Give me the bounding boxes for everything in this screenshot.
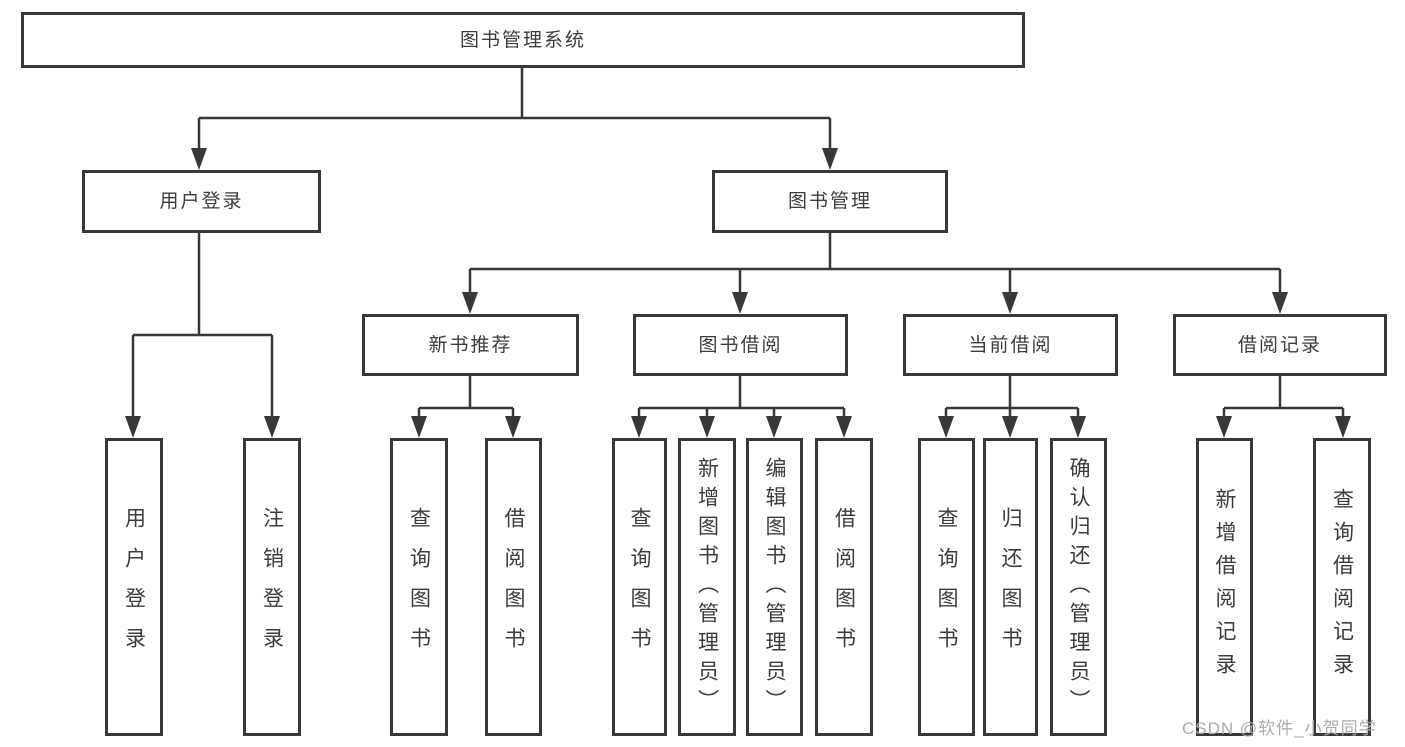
leaf-query-books-recommend: 查询图书 [390, 438, 448, 736]
leaf-label: 确认归还（管理员） [1067, 456, 1090, 718]
node-library-management-system: 图书管理系统 [21, 12, 1025, 68]
node-user-login: 用户登录 [82, 170, 321, 233]
leaf-return-books: 归还图书 [983, 438, 1038, 736]
leaf-label: 查询图书 [628, 507, 651, 667]
leaf-label: 新增图书（管理员） [695, 456, 719, 718]
node-book-borrowing: 图书借阅 [633, 314, 848, 376]
node-book-management: 图书管理 [712, 170, 948, 233]
leaf-edit-books-admin: 编辑图书（管理员） [746, 438, 803, 736]
leaf-confirm-return-admin: 确认归还（管理员） [1050, 438, 1107, 736]
leaf-label: 注销登录 [260, 507, 284, 667]
leaf-label: 查询图书 [407, 507, 431, 667]
leaf-label: 新增借阅记录 [1213, 488, 1236, 686]
node-label: 图书管理 [787, 191, 872, 212]
leaf-add-books-admin: 新增图书（管理员） [678, 438, 736, 736]
leaf-borrow-books-recommend: 借阅图书 [485, 438, 542, 736]
leaf-query-books-borrowing: 查询图书 [612, 438, 667, 736]
leaf-label: 查询图书 [935, 507, 958, 667]
node-label: 用户登录 [159, 191, 244, 212]
node-label: 图书借阅 [698, 334, 783, 356]
leaf-query-borrow-record: 查询借阅记录 [1313, 438, 1371, 736]
leaf-label: 查询借阅记录 [1330, 488, 1354, 686]
leaf-add-borrow-record: 新增借阅记录 [1196, 438, 1253, 736]
csdn-watermark: CSDN @软件_小贺同学 [1182, 719, 1377, 738]
node-label: 图书管理系统 [459, 29, 586, 51]
node-borrowing-records: 借阅记录 [1173, 314, 1387, 376]
node-label: 新书推荐 [428, 334, 513, 356]
leaf-user-login: 用户登录 [105, 438, 163, 736]
node-label: 借阅记录 [1237, 334, 1322, 356]
node-label: 当前借阅 [968, 334, 1053, 356]
leaf-label: 用户登录 [122, 507, 146, 667]
leaf-label: 借阅图书 [832, 507, 856, 667]
leaf-label: 归还图书 [999, 507, 1022, 667]
node-new-book-recommend: 新书推荐 [362, 314, 579, 376]
leaf-logout: 注销登录 [243, 438, 301, 736]
leaf-query-books-current: 查询图书 [918, 438, 975, 736]
leaf-label: 编辑图书（管理员） [763, 456, 786, 718]
leaf-borrow-books-borrowing: 借阅图书 [815, 438, 873, 736]
node-current-borrowing: 当前借阅 [903, 314, 1118, 376]
arrowheads [125, 148, 1351, 438]
leaf-label: 借阅图书 [502, 507, 525, 667]
